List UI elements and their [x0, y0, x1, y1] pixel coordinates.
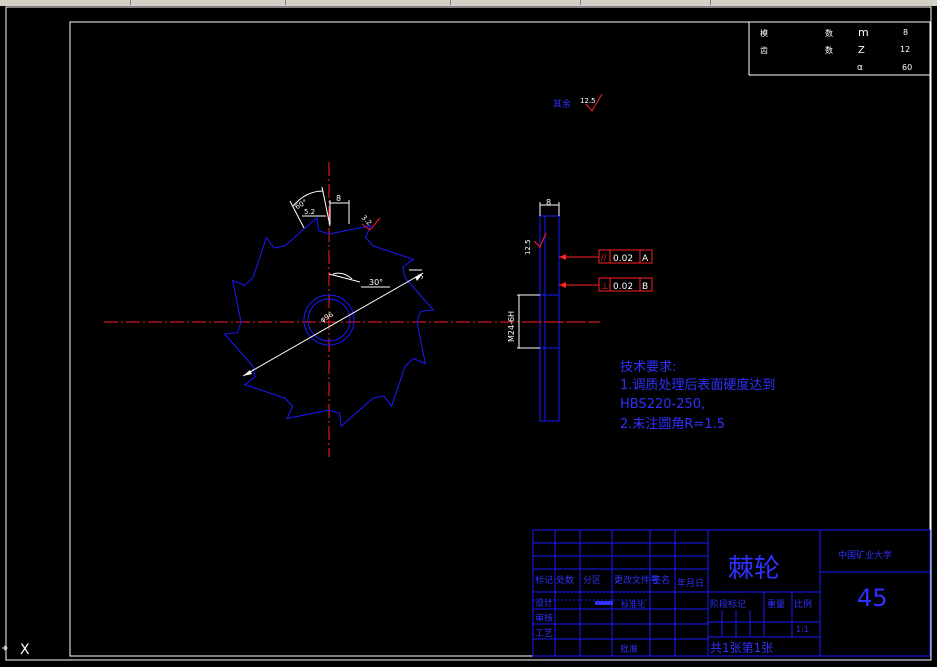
dim-thickness: 8: [546, 198, 551, 207]
part-name: 棘轮: [728, 554, 780, 584]
param-value-0: 8: [903, 28, 908, 37]
param-value-2: 60: [902, 63, 912, 72]
roughness-other-value: 12.5: [580, 97, 596, 105]
arrow-icon: [243, 370, 252, 376]
tol-perp-datum: B: [642, 282, 648, 292]
svg-text:X: X: [20, 642, 30, 658]
ucs-axis-icon: X: [2, 642, 30, 658]
label-zone: 分区: [583, 575, 601, 586]
technical-requirements: 技术要求: 1.调质处理后表面硬度达到 HBS220-250, 2.未注圆角R=…: [620, 360, 775, 432]
label-stage: 阶段标记: [710, 598, 746, 610]
param-name-1: 齿: [760, 46, 768, 55]
scale-value: 1:1: [796, 625, 809, 634]
tol-perp-value: 0.02: [613, 282, 633, 292]
tolerance-frame-parallel: // 0.02 A: [598, 249, 653, 264]
param-name-0: 模: [760, 28, 768, 38]
label-change-doc: 更改文件号: [614, 574, 659, 586]
arrow-icon: [415, 273, 423, 281]
tol-parallel-value: 0.02: [613, 254, 633, 264]
param-unit-1: 数: [825, 45, 833, 55]
req-line3: 2.未注圆角R=1.5: [620, 417, 725, 432]
label-check: 审核: [535, 612, 553, 624]
toolbar-segment[interactable]: [580, 0, 711, 5]
label-design: 设计: [535, 597, 553, 609]
label-count: 处数: [556, 574, 574, 586]
toolbar-segment[interactable]: [130, 0, 286, 5]
roughness-symbol-icon: [533, 232, 547, 248]
arrow-icon: [559, 254, 566, 260]
tol-parallel-datum: A: [642, 254, 649, 264]
req-line1: 1.调质处理后表面硬度达到: [620, 377, 775, 393]
sheet-outer-border: [5, 6, 932, 661]
tolerance-frame-perpendicular: ⊥ 0.02 B: [598, 277, 653, 292]
label-date: 年月日: [677, 577, 704, 589]
label-weight: 重量: [767, 598, 785, 610]
title-block: [532, 529, 931, 657]
school-name: 中国矿业大学: [838, 549, 892, 561]
req-title: 技术要求:: [620, 360, 676, 375]
bore-circle: [307, 298, 351, 342]
arrow-icon: [559, 282, 566, 288]
roughness-symbol-icon: [361, 217, 381, 231]
label-approve: 批准: [620, 643, 638, 655]
label-scale: 比例: [794, 598, 812, 610]
label-sign: 签名: [652, 574, 670, 586]
window-toolbar: [0, 0, 937, 6]
roughness-other-note: 其余 12.5: [553, 93, 603, 112]
toolbar-segment[interactable]: [450, 0, 581, 5]
dim-small: 5: [416, 273, 425, 281]
label-process: 工艺: [535, 628, 553, 639]
dim-bore: M24-6H: [507, 311, 516, 342]
sheet-frame: [69, 21, 931, 657]
hub-outer-circle: [303, 294, 355, 346]
dim-angle: 30°: [369, 278, 383, 287]
toolbar-segment[interactable]: [285, 0, 451, 5]
angle-leader-line: [328, 273, 361, 283]
tol-parallel-symbol: //: [601, 253, 607, 262]
roughness-symbol-icon: [585, 93, 603, 112]
material-value: 45: [857, 584, 888, 612]
angle-arc: [332, 272, 353, 280]
label-mark: 标记: [535, 574, 553, 586]
param-symbol-1: Z: [858, 45, 865, 56]
side-view-body: [539, 215, 560, 422]
param-symbol-2: α: [857, 63, 863, 73]
tooth-angle-arc: [292, 190, 324, 207]
ratchet-wheel-outline: [223, 216, 435, 428]
front-view-dimensions: φ96 30° 5 60° 8 5.2 3.2: [242, 186, 425, 377]
title-block-text: 棘轮 中国矿业大学 45 标记 处数 分区 更改文件号 签名 年月日 设计 标准…: [535, 549, 892, 655]
param-symbol-0: m: [858, 26, 869, 39]
req-line2: HBS220-250,: [620, 397, 705, 412]
toolbar-segment[interactable]: [60, 0, 131, 5]
dim-tooth-width: 8: [336, 194, 341, 203]
signature-mark: [595, 601, 613, 605]
tol-perp-symbol: ⊥: [601, 282, 609, 292]
roughness-left-value: 12.5: [524, 239, 532, 255]
dim-tooth-depth: 5.2: [304, 208, 315, 216]
diameter-dimension-line: [242, 272, 424, 377]
param-unit-0: 数: [825, 28, 833, 38]
param-value-1: 12: [900, 45, 910, 54]
gear-parameter-table: 模 数 m 8 齿 数 Z 12 α 60: [748, 22, 930, 76]
side-view: 8 M24-6H 12.5: [507, 198, 600, 422]
roughness-other-label: 其余: [553, 98, 571, 110]
sheet-info: 共1张第1张: [710, 641, 773, 655]
label-standard: 标准化: [621, 599, 645, 609]
